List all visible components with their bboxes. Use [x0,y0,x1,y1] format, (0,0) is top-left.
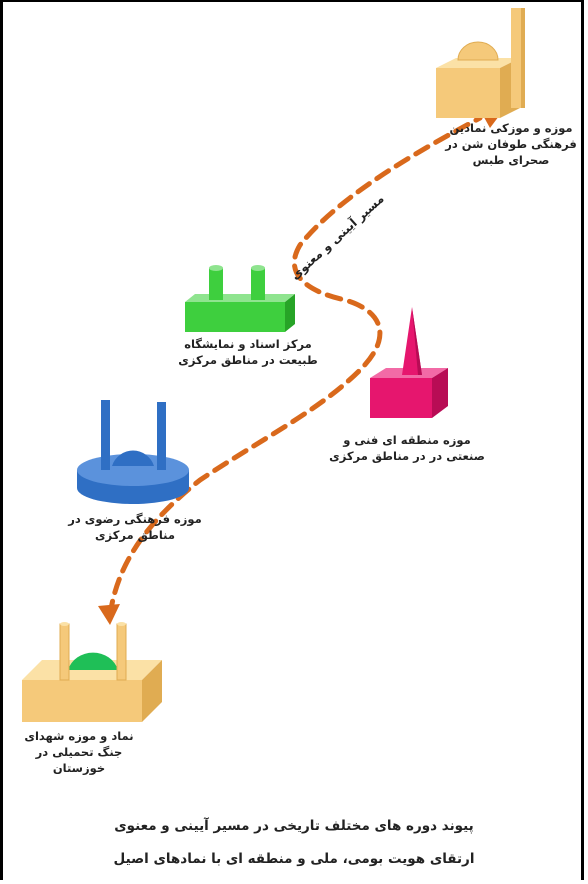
martyrs-museum-icon [22,622,162,722]
documents-center-icon [185,265,295,332]
path-label: مسیر آیینی و معنوی [287,191,387,283]
label-documents-center: مرکز اسناد و نمایشگاه طبیعت در مناطق مرک… [178,337,318,367]
arrowhead-bottom [98,604,120,625]
label-martyrs: نماد و موزه شهدای جنگ تحمیلی در خوزستان [24,729,134,775]
label-razavi: موزه فرهنگی رضوی در مناطق مرکزی [68,512,202,542]
caption-line-2: ارتقای هویت بومی، ملی و منطقه ای با نماد… [113,851,475,867]
label-regional-technical: موزه منطقه ای فنی و صنعتی در در مناطق مر… [329,433,485,463]
regional-museum-icon [370,307,448,418]
caption-line-1: پیوند دوره های مختلف تاریخی در مسیر آیین… [114,818,474,834]
label-tabas: موزه و موزکی نمادین فرهنگی طوفان شن در ص… [445,121,577,167]
tabas-museum-icon [436,8,525,118]
razavi-museum-icon [77,400,189,504]
ritual-path [107,115,483,618]
